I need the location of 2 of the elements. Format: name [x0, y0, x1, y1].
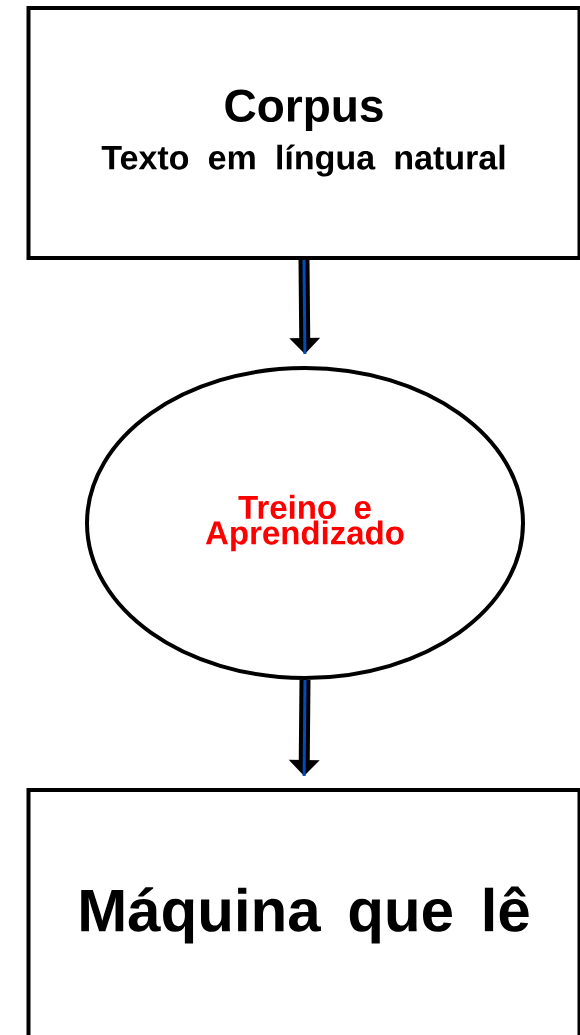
process-box: Corpus Texto em língua natural — [26, 6, 580, 260]
process-box: Máquina que lê — [26, 788, 580, 1035]
